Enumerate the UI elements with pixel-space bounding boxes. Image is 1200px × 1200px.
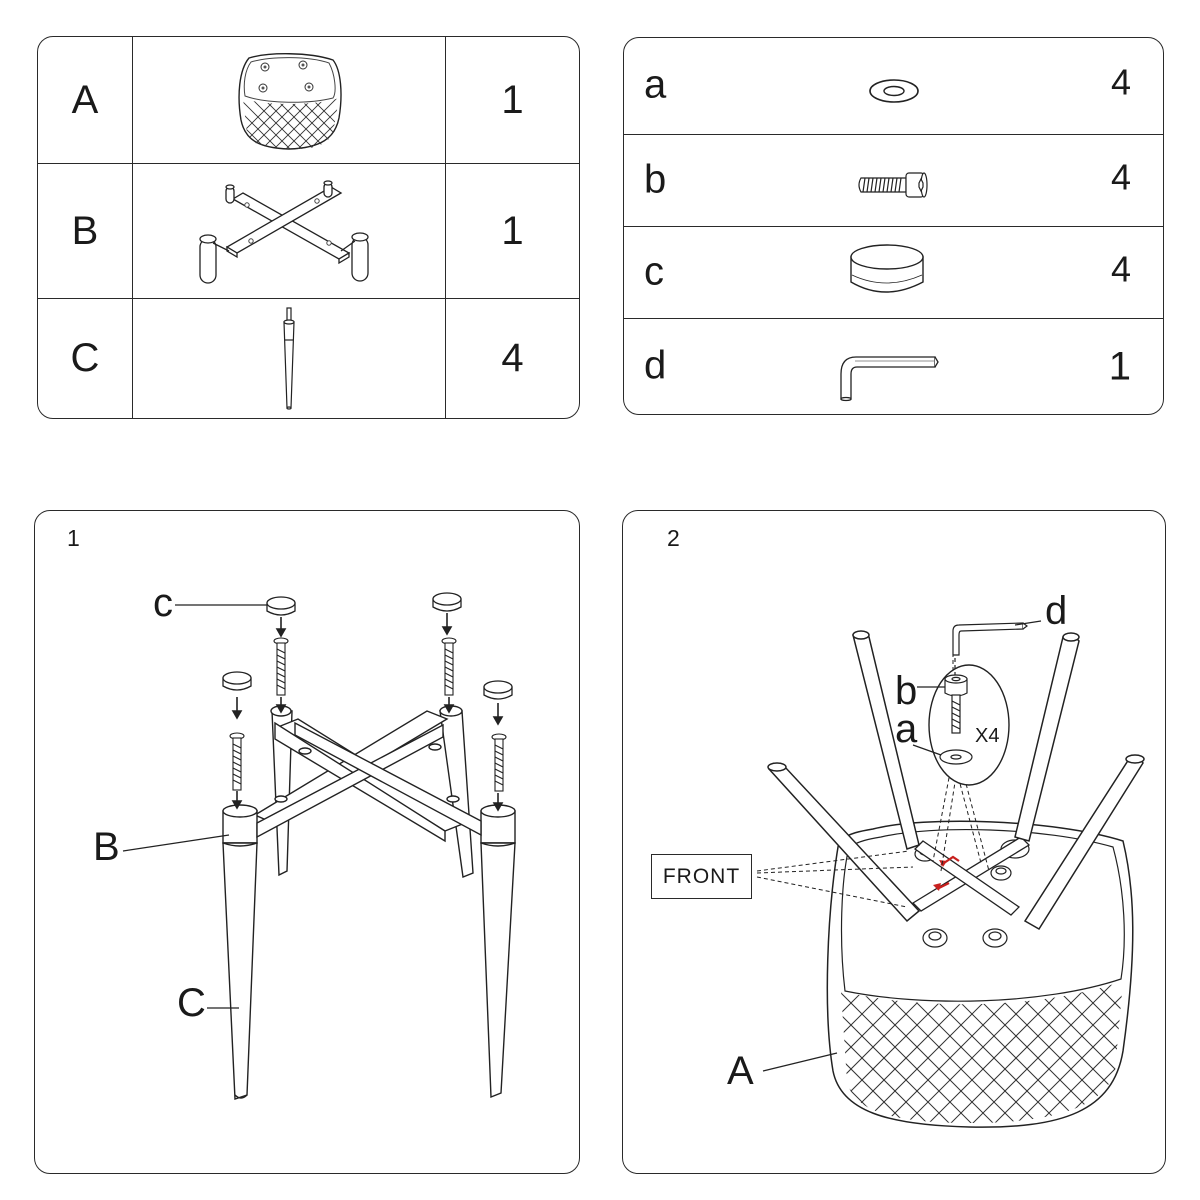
part-label: c [644, 249, 664, 294]
callout-a: a [895, 707, 918, 751]
part-row: a 4 [624, 38, 1163, 135]
assembly-step-2: 2 [622, 510, 1166, 1174]
parts-list-large: A 1 B [37, 36, 580, 419]
part-row: b 4 [624, 135, 1163, 227]
cross-base-frame-icon [199, 180, 369, 284]
callout-A: A [727, 1049, 754, 1093]
part-label-cell: A [38, 37, 133, 164]
part-quantity: 4 [1110, 248, 1131, 290]
part-row: c 4 [624, 227, 1163, 319]
callout-c: c [153, 581, 173, 625]
callout-C: C [177, 981, 206, 1025]
bolt-icon [858, 172, 928, 198]
part-quantity: 4 [501, 336, 524, 380]
part-label: B [71, 208, 99, 253]
part-label: C [70, 336, 100, 380]
part-quantity-cell: 1 [446, 37, 579, 164]
part-label: d [644, 343, 667, 388]
callout-B: B [93, 825, 120, 869]
part-image-cell [133, 37, 446, 164]
step1-illustration [122, 592, 516, 1100]
part-label: b [644, 157, 667, 202]
part-row: d 1 [624, 319, 1163, 414]
part-quantity: 4 [1110, 156, 1131, 198]
multiplier-label: X4 [975, 725, 1000, 747]
allen-key-icon [840, 356, 939, 402]
callout-d: d [1045, 589, 1068, 633]
front-label-box: FRONT [651, 854, 752, 899]
part-quantity-cell: 1 [446, 164, 579, 299]
foot-cap-icon [850, 244, 924, 293]
part-quantity: 1 [1108, 344, 1131, 388]
part-image-cell [133, 164, 446, 299]
part-label: a [644, 62, 667, 107]
washer-icon [869, 79, 919, 103]
part-image-cell [133, 299, 446, 418]
step2-illustration [756, 620, 1145, 1128]
tapered-leg-icon [283, 306, 295, 410]
part-quantity: 4 [1110, 61, 1131, 103]
front-label: FRONT [662, 864, 741, 888]
part-label: A [71, 77, 99, 122]
part-quantity: 1 [501, 208, 524, 253]
assembly-step-1: 1 [34, 510, 580, 1174]
parts-list-small: a 4 b 4 c [623, 37, 1164, 415]
step-number: 2 [667, 525, 680, 551]
part-label-cell: B [38, 164, 133, 299]
part-quantity-cell: 4 [446, 299, 579, 418]
callout-b: b [895, 669, 918, 713]
step-number: 1 [67, 525, 80, 551]
part-label-cell: C [38, 299, 133, 418]
part-quantity: 1 [501, 77, 524, 122]
seat-shell-icon [238, 52, 342, 150]
